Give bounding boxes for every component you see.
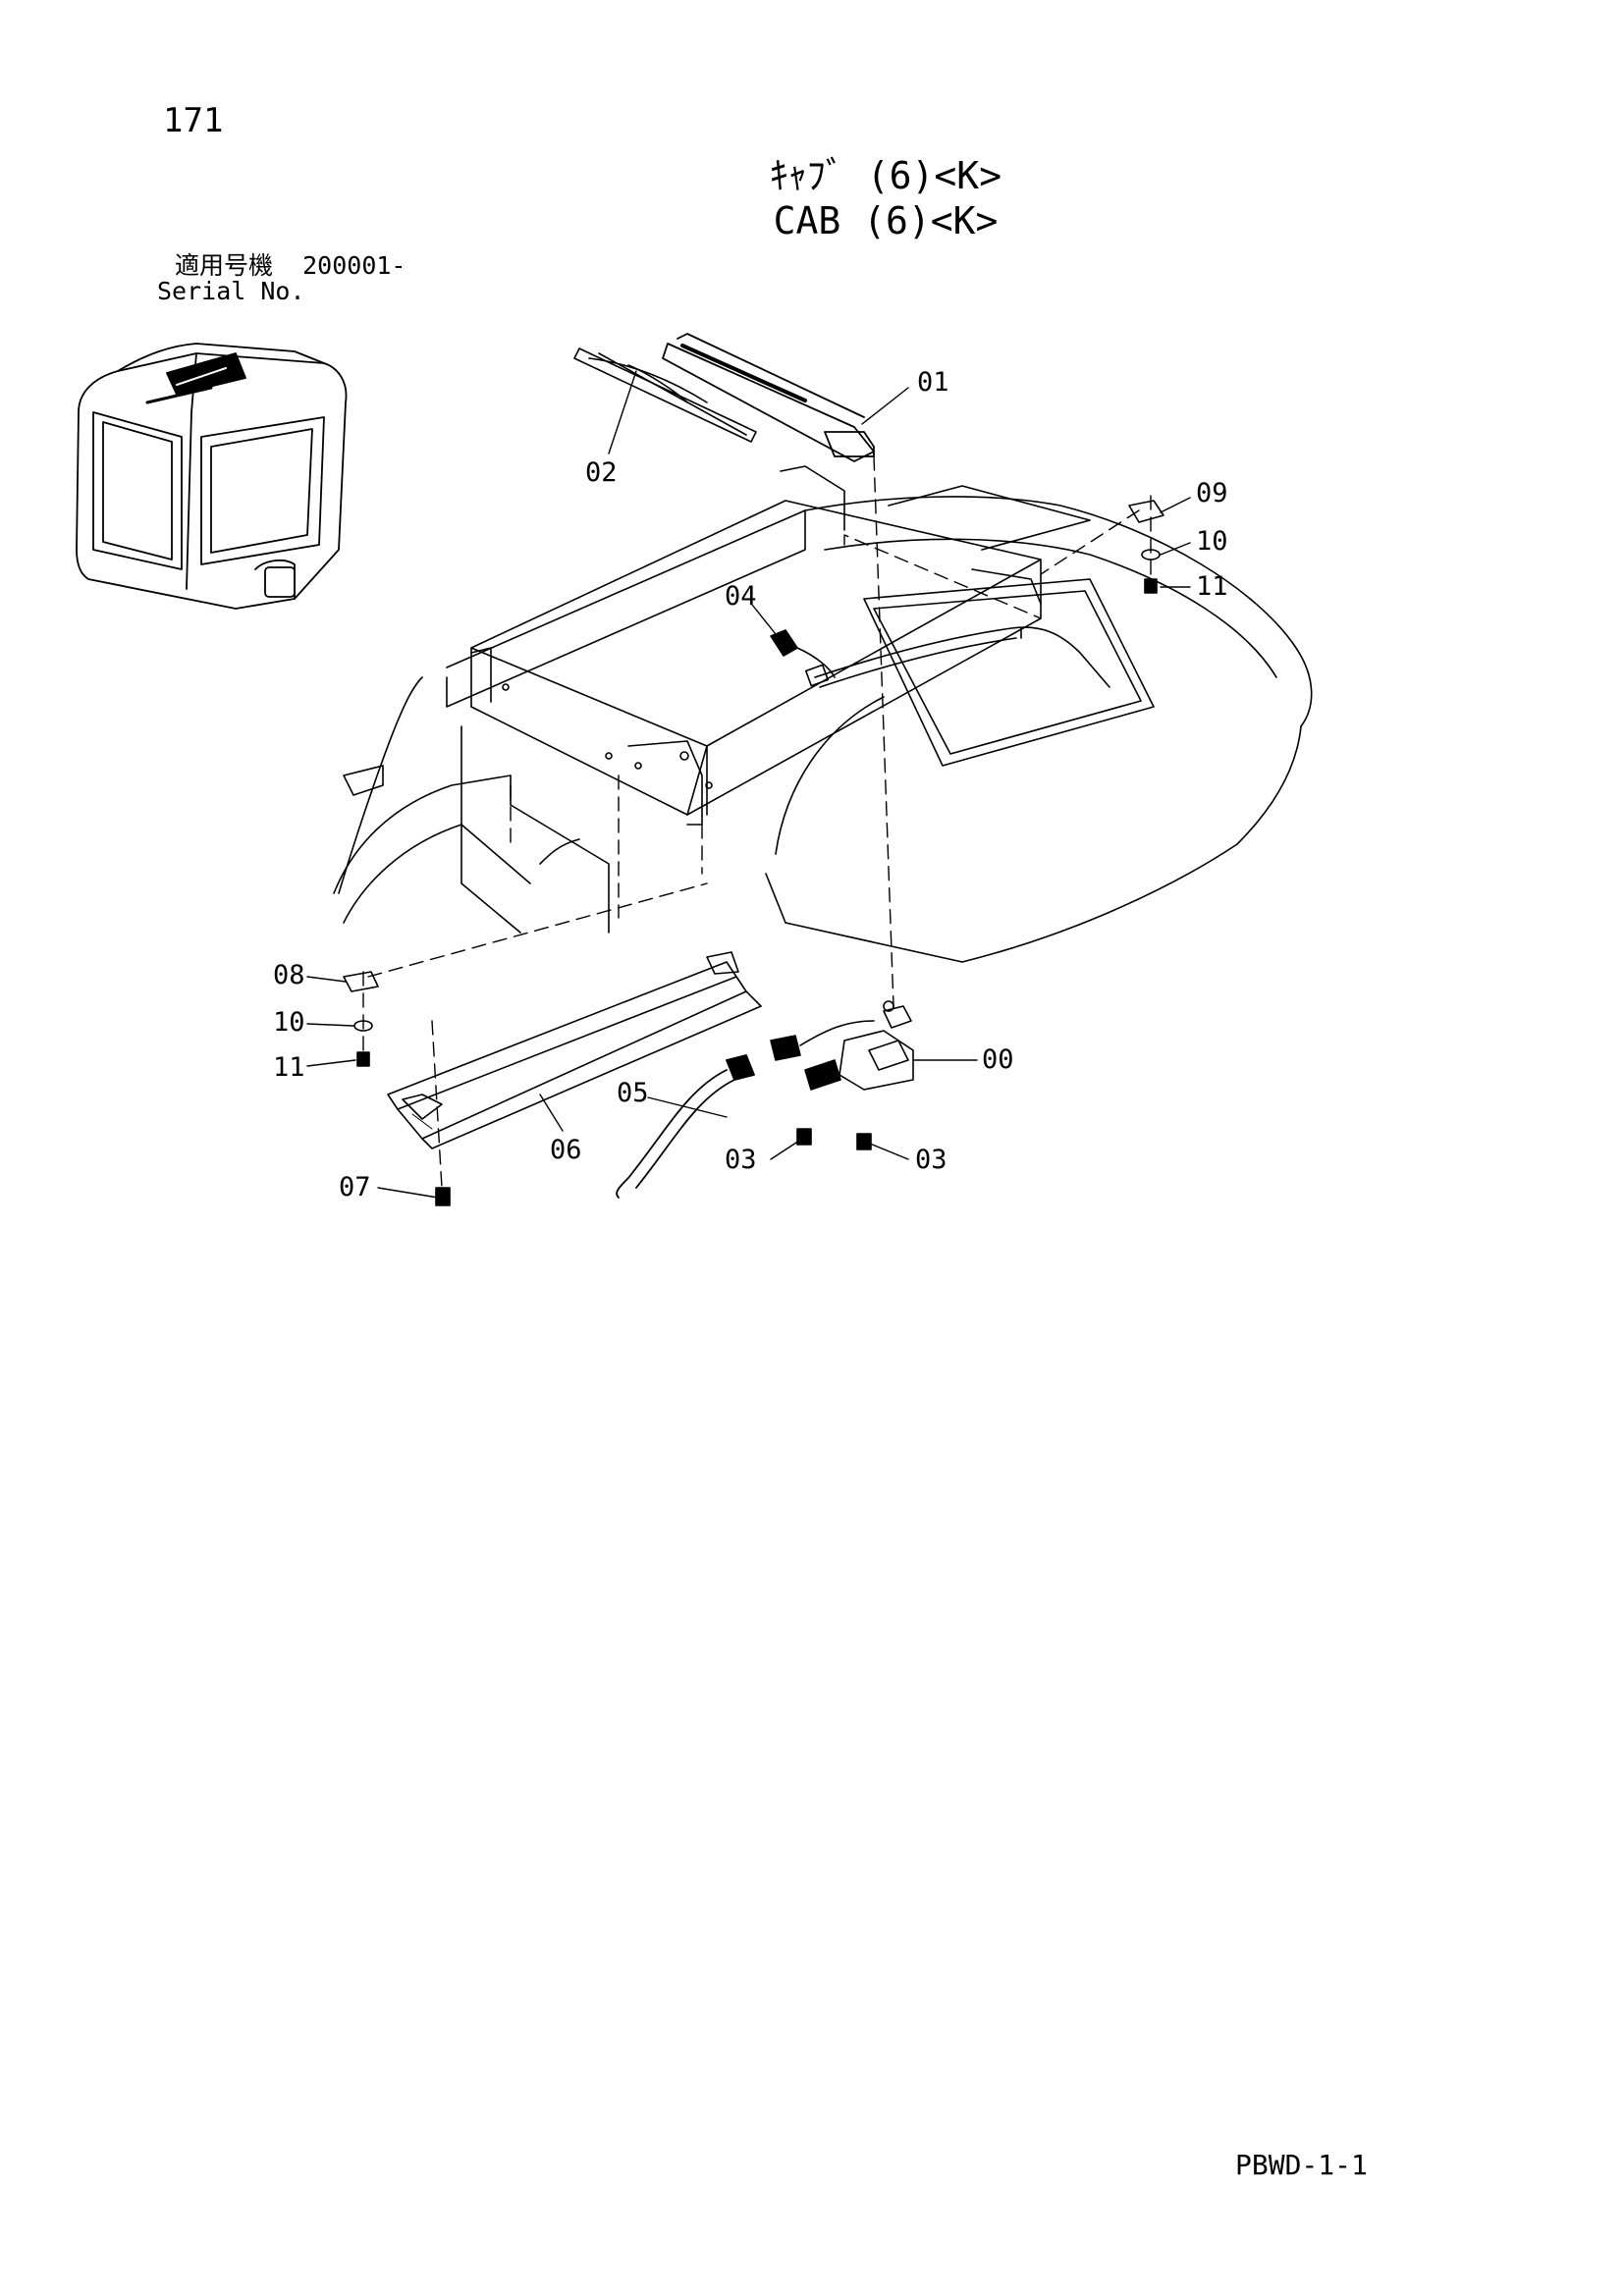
callout-10-left: 10 [273, 1007, 305, 1038]
part-cover-panel [387, 951, 762, 1149]
part-harness [616, 1054, 755, 1199]
callout-02: 02 [585, 457, 618, 488]
title-japanese: ｷｬﾌﾞ (6)<K> [769, 154, 1002, 197]
callout-09: 09 [1196, 478, 1228, 508]
callout-04: 04 [725, 581, 757, 612]
callout-06: 06 [550, 1135, 582, 1165]
part-wiper-motor [770, 1000, 914, 1091]
title-english: CAB (6)<K> [773, 199, 999, 242]
page-number: 171 [163, 101, 224, 140]
callout-07: 07 [339, 1172, 371, 1202]
rear-window-frame [814, 626, 1110, 688]
part-wiper-blade [573, 347, 757, 443]
cab-thumbnail [76, 343, 348, 610]
callout-11-left: 11 [273, 1052, 305, 1083]
part-switch [770, 629, 836, 687]
callout-01: 01 [917, 367, 949, 398]
cab-roof [333, 496, 1313, 963]
callout-11-right: 11 [1196, 571, 1228, 602]
part-bracket-left [343, 971, 379, 1067]
leader-lines [306, 370, 1191, 1199]
callout-00: 00 [982, 1044, 1014, 1075]
footer-code: PBWD-1-1 [1235, 2149, 1368, 2181]
serial-number-row: 適用号機 200001- [175, 253, 406, 278]
part-wiper-arm [662, 333, 875, 462]
serial-label-japanese: 適用号機 [175, 251, 274, 280]
callout-05: 05 [617, 1078, 649, 1108]
part-screws [796, 1128, 872, 1150]
serial-value: 200001- [302, 251, 406, 280]
assembly-lines [362, 455, 1152, 1189]
callout-08: 08 [273, 960, 305, 990]
callout-03-right: 03 [915, 1145, 947, 1175]
part-bracket-right [1128, 500, 1164, 594]
callout-03-left: 03 [725, 1145, 757, 1175]
callout-10-right: 10 [1196, 526, 1228, 557]
callouts: 01 02 09 10 11 04 08 10 11 00 05 06 03 0… [273, 367, 1228, 1202]
serial-label-english: Serial No. [157, 277, 305, 305]
part-bolt [435, 1187, 451, 1206]
